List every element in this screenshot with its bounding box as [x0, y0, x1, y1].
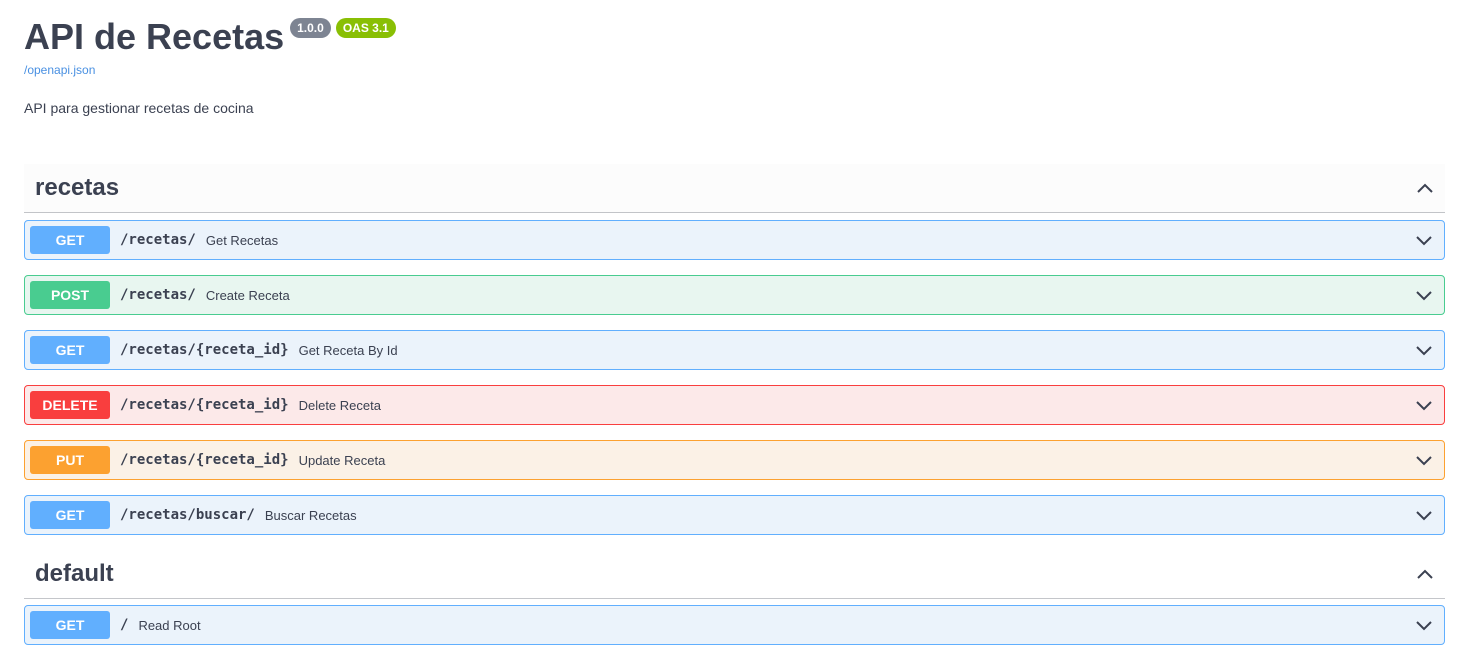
page-title: API de Recetas — [24, 16, 285, 57]
operation-summary: Get Receta By Id — [298, 342, 398, 358]
operation-get-buscar-recetas[interactable]: GET /recetas/buscar/ Buscar Recetas — [24, 495, 1445, 535]
operation-summary: Buscar Recetas — [264, 507, 357, 523]
tag-name: default — [35, 560, 114, 587]
oas-badge: OAS 3.1 — [335, 18, 396, 38]
chevron-down-icon[interactable] — [1414, 285, 1434, 305]
chevron-up-icon[interactable] — [1415, 178, 1435, 198]
version-badge: 1.0.0 — [290, 18, 331, 38]
chevron-down-icon[interactable] — [1414, 505, 1434, 525]
tag-header-recetas[interactable]: recetas — [24, 164, 1445, 213]
openapi-json-link[interactable]: /openapi.json — [24, 63, 96, 77]
operation-path: /recetas/buscar/ — [120, 507, 255, 523]
method-badge: PUT — [30, 446, 110, 474]
operation-put-receta[interactable]: PUT /recetas/{receta_id} Update Receta — [24, 440, 1445, 480]
operation-post-recetas[interactable]: POST /recetas/ Create Receta — [24, 275, 1445, 315]
method-badge: GET — [30, 226, 110, 254]
operation-summary: Get Recetas — [205, 232, 279, 248]
operation-get-root[interactable]: GET / Read Root — [24, 605, 1445, 645]
chevron-up-icon[interactable] — [1415, 564, 1435, 584]
operation-path: /recetas/ — [120, 287, 196, 303]
chevron-down-icon[interactable] — [1414, 615, 1434, 635]
method-badge: DELETE — [30, 391, 110, 419]
operation-get-receta-by-id[interactable]: GET /recetas/{receta_id} Get Receta By I… — [24, 330, 1445, 370]
operation-path: /recetas/{receta_id} — [120, 397, 289, 413]
operation-path: /recetas/{receta_id} — [120, 342, 289, 358]
chevron-down-icon[interactable] — [1414, 230, 1434, 250]
operation-delete-receta[interactable]: DELETE /recetas/{receta_id} Delete Recet… — [24, 385, 1445, 425]
api-info: API de Recetas 1.0.0 OAS 3.1 /openapi.js… — [24, 14, 1444, 117]
tag-section-default: default — [24, 550, 1445, 599]
operation-path: /recetas/{receta_id} — [120, 452, 289, 468]
operation-get-recetas[interactable]: GET /recetas/ Get Recetas — [24, 220, 1445, 260]
operation-path: /recetas/ — [120, 232, 196, 248]
operation-path: / — [120, 617, 129, 633]
chevron-down-icon[interactable] — [1414, 450, 1434, 470]
tag-header-default[interactable]: default — [24, 550, 1445, 599]
method-badge: GET — [30, 611, 110, 639]
method-badge: POST — [30, 281, 110, 309]
method-badge: GET — [30, 336, 110, 364]
api-description: API para gestionar recetas de cocina — [24, 100, 254, 116]
operation-summary: Create Receta — [205, 287, 290, 303]
tag-section-recetas: recetas — [24, 164, 1445, 213]
chevron-down-icon[interactable] — [1414, 340, 1434, 360]
operation-summary: Delete Receta — [298, 397, 381, 413]
operation-summary: Read Root — [138, 617, 201, 633]
method-badge: GET — [30, 501, 110, 529]
operation-summary: Update Receta — [298, 452, 386, 468]
chevron-down-icon[interactable] — [1414, 395, 1434, 415]
title-row: API de Recetas 1.0.0 OAS 3.1 — [24, 14, 1444, 60]
tag-name: recetas — [35, 174, 120, 201]
